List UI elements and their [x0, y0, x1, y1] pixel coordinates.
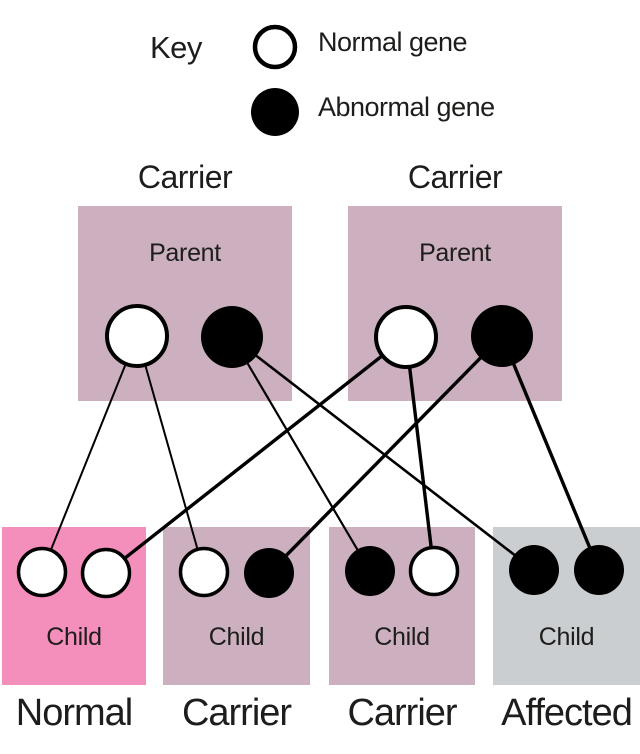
parent-1-role-label: Parent — [149, 239, 221, 267]
child-3-role-label: Child — [374, 623, 430, 651]
child-4-status-label: Affected — [501, 692, 633, 734]
key-normal-gene-label: Normal gene — [318, 27, 468, 57]
child-2-role-label: Child — [208, 623, 265, 651]
child-1-box: Child — [2, 527, 146, 685]
child-1-status-label: Normal — [15, 692, 133, 734]
parent-1-box: Parent — [78, 206, 292, 401]
child-3-box: Child — [329, 527, 475, 685]
parent-1-status-label: Carrier — [137, 159, 233, 195]
parent-2-status-label: Carrier — [407, 159, 503, 195]
child-4-role-label: Child — [538, 623, 595, 651]
child-2-box: Child — [163, 527, 310, 685]
gene-circle-key-normal-normal — [252, 24, 298, 70]
key-abnormal-gene-label: Abnormal gene — [318, 92, 495, 122]
parent-2-role-label: Parent — [419, 239, 491, 267]
child-3-status-label: Carrier — [347, 692, 457, 734]
child-1-role-label: Child — [46, 623, 102, 651]
gene-circle-key-abnormal-abnormal — [251, 88, 299, 136]
child-4-box: Child — [493, 527, 640, 685]
key-title: Key — [150, 30, 202, 65]
parent-2-box: Parent — [348, 206, 562, 401]
child-2-status-label: Carrier — [181, 692, 292, 734]
